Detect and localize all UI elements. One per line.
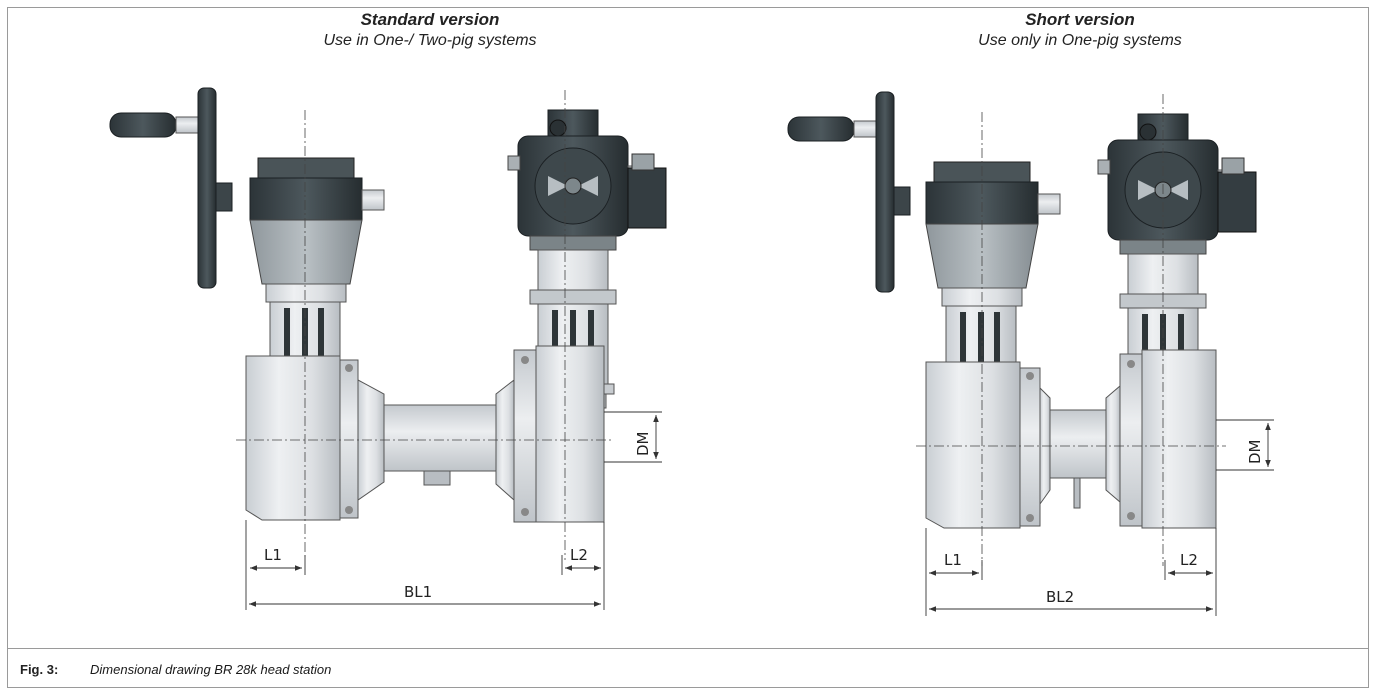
pipe: [383, 404, 497, 472]
figure-caption: Fig. 3: Dimensional drawing BR 28k head s…: [20, 662, 331, 677]
standard-version-drawing: L1 L2 BL1 DM: [109, 87, 667, 610]
figure-frame: Fig. 3: Dimensional drawing BR 28k head s…: [7, 7, 1369, 688]
right-housing: [1141, 349, 1217, 529]
short-dim-l1: L1: [944, 551, 962, 569]
short-dim-dm: DM: [1246, 440, 1264, 465]
left-housing: [925, 361, 1021, 529]
handwheel-icon: [109, 87, 233, 289]
pipe: [1049, 409, 1107, 479]
short-version-title: Short version Use only in One-pig system…: [900, 10, 1260, 50]
standard-dim-dm: DM: [634, 432, 652, 457]
standard-version-title: Standard version Use in One-/ Two-pig sy…: [250, 10, 610, 50]
standard-dim-l2: L2: [570, 546, 588, 564]
short-version-drawing: L1 L2 BL2 DM: [787, 91, 1274, 616]
standard-title: Standard version: [360, 10, 500, 29]
handwheel-icon: [787, 91, 911, 293]
short-title: Short version: [1025, 10, 1135, 29]
caption-divider: [8, 648, 1368, 649]
standard-dim-bl: BL1: [404, 583, 432, 601]
figure-caption-text: Dimensional drawing BR 28k head station: [90, 662, 332, 677]
left-housing: [245, 355, 341, 521]
right-housing: [535, 345, 605, 523]
short-dim-l2: L2: [1180, 551, 1198, 569]
short-subtitle: Use only in One-pig systems: [978, 32, 1182, 49]
standard-subtitle: Use in One-/ Two-pig systems: [323, 32, 537, 49]
short-dim-bl: BL2: [1046, 588, 1074, 606]
standard-dim-l1: L1: [264, 546, 282, 564]
figure-label: Fig. 3:: [20, 662, 59, 677]
